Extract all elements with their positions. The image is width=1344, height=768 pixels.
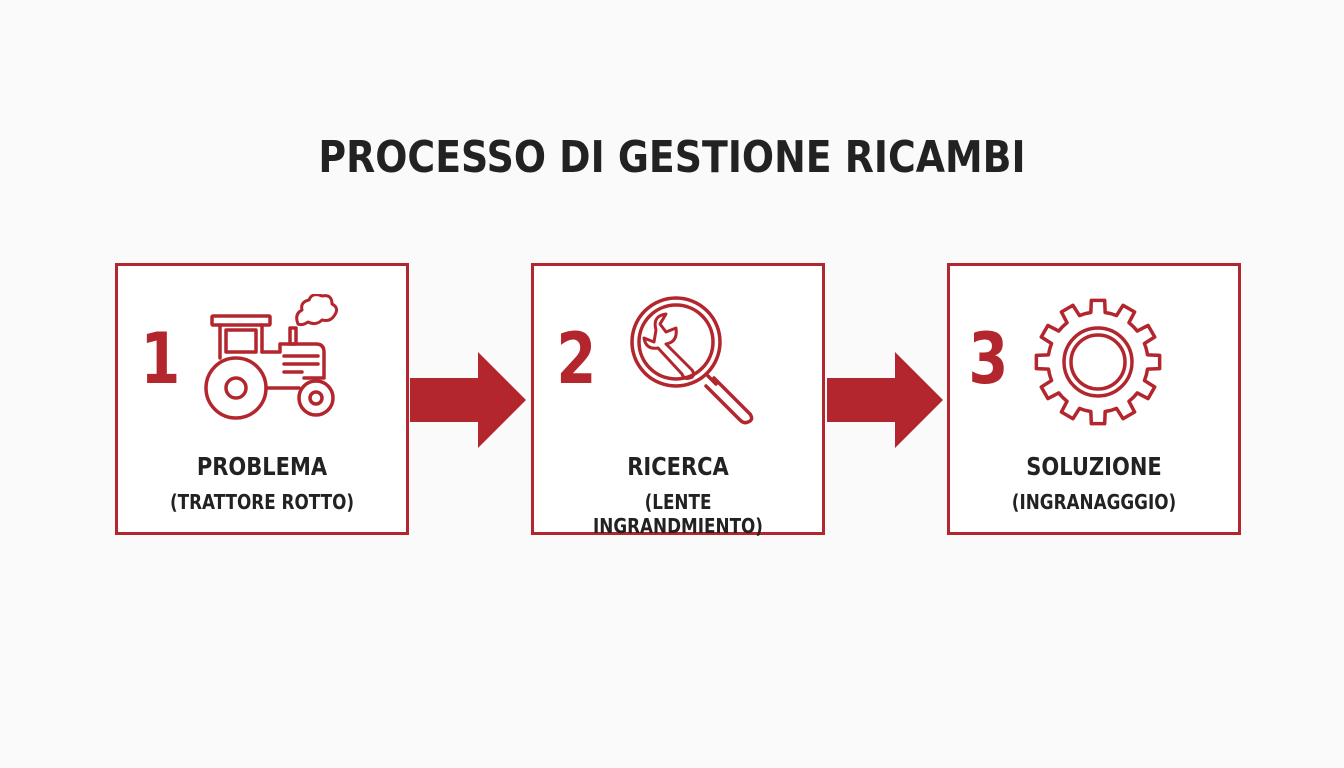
step-number: 3 [968,318,1009,400]
step-box-problem: 1 [115,263,409,535]
step-sublabel: (TRATTORE ROTTO) [169,490,355,514]
diagram-title: PROCESSO DI GESTIONE RICAMBI [318,132,1026,183]
gear-icon [1034,298,1162,426]
step-number: 1 [140,318,181,400]
step-sublabel: (LENTE INGRANDMIENTO) [593,490,763,538]
step-number: 2 [556,318,597,400]
step-box-research: 2 RICERCA (LENTE INGRANDMIENTO) [531,263,825,538]
broken-tractor-icon [204,294,339,420]
step-box-solution: 3 SOLUZIONE (INGRANAGGGIO) [947,263,1241,535]
step-label: PROBLEMA [196,452,328,481]
step-sublabel: (INGRANAGGGIO) [1011,490,1177,514]
magnifier-wrench-icon [630,296,754,425]
step-label: RICERCA [627,452,729,481]
step-label: SOLUZIONE [1026,452,1162,481]
arrow-right-icon [827,352,943,448]
arrow-right-icon [410,352,526,448]
